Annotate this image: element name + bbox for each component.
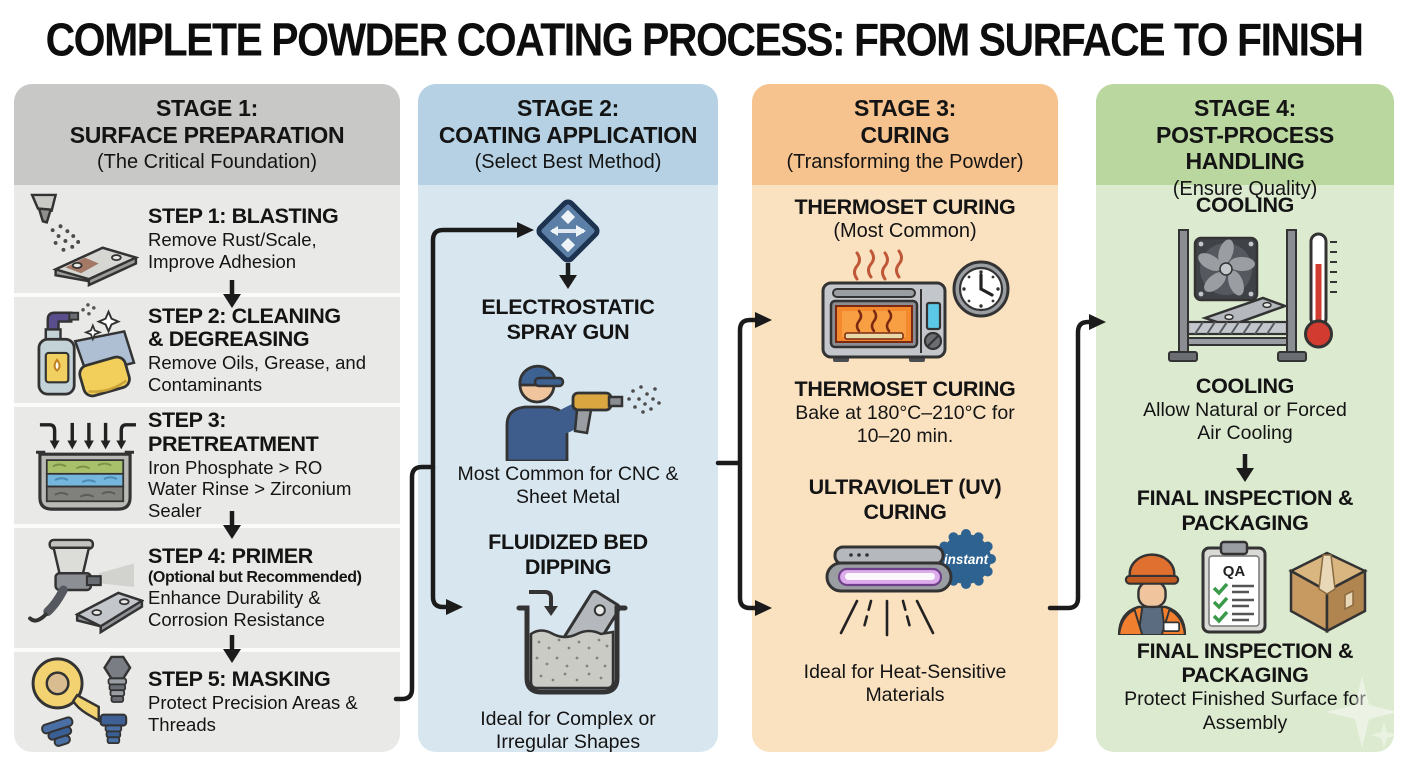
method-label-thermoset: THERMOSET CURING <box>794 376 1016 401</box>
down-arrow-icon <box>1234 453 1256 482</box>
stage-3-title-line2: CURING <box>860 121 950 148</box>
step-desc-inspection: Protect Finished Surface for Assembly <box>1124 688 1366 734</box>
stage-3-subtitle: (Transforming the Powder) <box>786 151 1024 174</box>
stage-1-subtitle: (The Critical Foundation) <box>96 151 318 174</box>
pretreatment-tank-icon <box>22 417 148 515</box>
step-row-blasting: STEP 1: BLASTING Remove Rust/Scale, Impr… <box>14 185 400 309</box>
step-label-inspection: FINAL INSPECTION & PACKAGING <box>1136 638 1354 688</box>
stage-2-title-line1: STAGE 2: <box>517 95 619 121</box>
method-title-electrostatic: ELECTROSTATIC SPRAY GUN <box>481 295 655 344</box>
method-desc-fluidized: Ideal for Complex or Irregular Shapes <box>480 707 656 752</box>
stage-2-title-line2: COATING APPLICATION <box>438 121 698 148</box>
step-desc: Remove Oils, Grease, and Contaminants <box>148 351 366 395</box>
method-desc-thermoset: Bake at 180°C–210°C for 10–20 min. <box>795 401 1015 448</box>
step-title: STEP 2: CLEANING & DEGREASING <box>148 303 341 352</box>
method-title-thermoset: THERMOSET CURING <box>794 195 1016 219</box>
method-note-thermoset: (Most Common) <box>833 219 977 242</box>
uv-lamp-icon: instant <box>805 527 1005 653</box>
stage-1-panel: STAGE 1: SURFACE PREPARATION (The Critic… <box>14 84 400 752</box>
method-desc-uv: Ideal for Heat-Sensitive Materials <box>803 660 1007 706</box>
stage-4-header: STAGE 4: POST-PROCESS HANDLING (Ensure Q… <box>1096 84 1394 200</box>
stage-4-body: COOLING <box>1096 185 1394 752</box>
step-desc: Remove Rust/Scale, Improve Adhesion <box>148 229 317 272</box>
curing-oven-icon <box>797 249 1013 371</box>
down-arrow-icon <box>221 510 243 539</box>
step-title: STEP 4: PRIMER <box>148 544 313 569</box>
stage-2-body: ELECTROSTATIC SPRAY GUN <box>418 185 718 752</box>
stage-2-subtitle: (Select Best Method) <box>474 151 662 174</box>
connector-stage2-to-stage3 <box>715 317 759 611</box>
instant-badge-label: instant <box>944 552 989 567</box>
stage-1-body: STEP 1: BLASTING Remove Rust/Scale, Impr… <box>14 185 400 752</box>
cooling-rack-icon <box>1149 222 1341 372</box>
step-row-primer: STEP 4: PRIMER (Optional but Recommended… <box>14 523 400 663</box>
stage-4-panel: STAGE 4: POST-PROCESS HANDLING (Ensure Q… <box>1096 84 1394 752</box>
stage-3-header: STAGE 3: CURING (Transforming the Powder… <box>752 84 1058 185</box>
page-title: COMPLETE POWDER COATING PROCESS: FROM SU… <box>45 14 1364 66</box>
step-desc-cooling: Allow Natural or Forced Air Cooling <box>1143 398 1347 445</box>
step-desc: Iron Phosphate > RO Water Rinse > Zircon… <box>148 456 352 522</box>
decision-diamond-icon <box>534 197 602 265</box>
step-row-masking: STEP 5: MASKING Protect Precision Areas … <box>14 647 400 752</box>
stage-4-title-line1: STAGE 4: <box>1194 95 1296 121</box>
step-row-cleaning: STEP 2: CLEANING & DEGREASING Remove Oil… <box>14 293 400 403</box>
qa-clipboard-icon: QA <box>1199 540 1269 635</box>
step-title: STEP 5: MASKING <box>148 667 331 692</box>
stage-3-body: THERMOSET CURING (Most Common) <box>752 185 1058 752</box>
masking-tape-plugs-icon <box>22 654 148 750</box>
stage-3-title-line1: STAGE 3: <box>854 95 956 121</box>
spray-bottle-sponge-icon <box>22 300 148 400</box>
inspection-icons-row: QA <box>1113 540 1377 636</box>
step-row-pretreatment: STEP 3: PRETREATMENT Iron Phosphate > RO… <box>14 403 400 539</box>
stage-2-panel: STAGE 2: COATING APPLICATION (Select Bes… <box>418 84 718 752</box>
step-title: STEP 1: BLASTING <box>148 204 339 229</box>
down-arrow-icon <box>221 280 243 309</box>
package-box-icon <box>1277 543 1377 635</box>
step-title-cooling: COOLING <box>1195 193 1295 217</box>
stage-2-header: STAGE 2: COATING APPLICATION (Select Bes… <box>418 84 718 185</box>
step-title: STEP 3: PRETREATMENT <box>148 408 319 456</box>
stage-1-header: STAGE 1: SURFACE PREPARATION (The Critic… <box>14 84 400 185</box>
instant-badge: instant <box>936 528 996 589</box>
primer-spray-gun-icon <box>22 536 148 640</box>
step-title-inspection: FINAL INSPECTION & PACKAGING <box>1136 485 1354 535</box>
step-desc: Protect Precision Areas & Threads <box>148 691 358 735</box>
inspector-icon <box>1113 543 1191 636</box>
stage-3-panel: STAGE 3: CURING (Transforming the Powder… <box>752 84 1058 752</box>
method-title-uv: ULTRAVIOLET (UV) CURING <box>808 474 1002 524</box>
step-label-cooling: COOLING <box>1195 373 1295 398</box>
spray-operator-icon <box>473 349 663 463</box>
blasting-icon <box>22 191 148 287</box>
stage-4-title-line2: POST-PROCESS HANDLING <box>1156 121 1334 175</box>
stage-4-subtitle: (Ensure Quality) <box>1172 178 1318 201</box>
step-desc: Enhance Durability & Corrosion Resistanc… <box>148 587 325 630</box>
dipping-tank-icon <box>489 582 647 700</box>
method-desc-electrostatic: Most Common for CNC & Sheet Metal <box>457 462 679 509</box>
stage-1-title-line2: SURFACE PREPARATION <box>69 121 345 148</box>
qa-label: QA <box>1223 563 1246 580</box>
down-arrow-icon <box>221 634 243 663</box>
stage-1-title-line1: STAGE 1: <box>156 95 258 121</box>
method-title-fluidized: FLUIDIZED BED DIPPING <box>488 529 648 579</box>
down-arrow-icon <box>557 263 579 289</box>
step-note: (Optional but Recommended) <box>148 568 362 586</box>
